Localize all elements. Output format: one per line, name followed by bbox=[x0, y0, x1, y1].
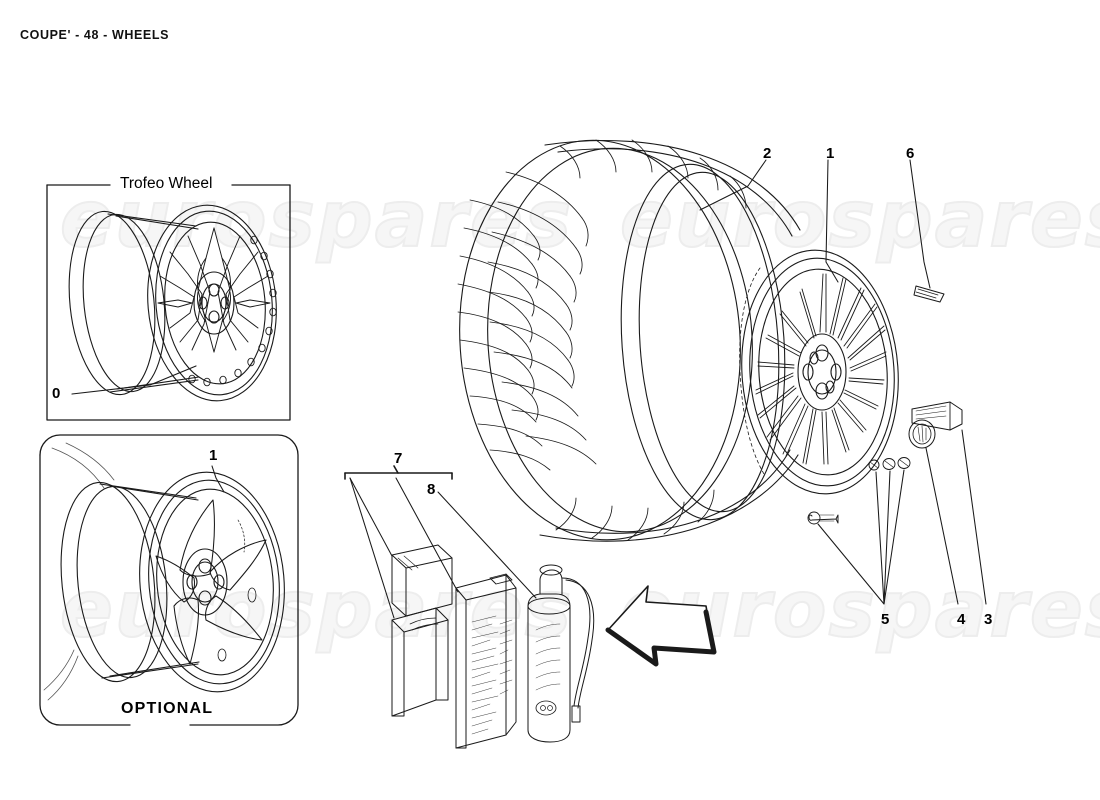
trofeo-wheel-drawing bbox=[68, 204, 277, 402]
optional-panel-title: OPTIONAL bbox=[114, 700, 221, 718]
watermark-text: eurospares bbox=[619, 174, 1100, 266]
main-wheel-rim-drawing bbox=[739, 249, 899, 495]
trofeo-panel-title: Trofeo Wheel bbox=[113, 175, 220, 193]
leader-lines bbox=[699, 159, 987, 605]
trofeo-panel-frame bbox=[46, 184, 291, 421]
callout-1: 1 bbox=[826, 145, 835, 162]
kit-bracket bbox=[344, 465, 453, 480]
callout-4: 4 bbox=[957, 611, 966, 628]
wheel-bolt-part bbox=[911, 401, 963, 431]
main-tire-drawing bbox=[457, 139, 801, 542]
callout-7: 7 bbox=[394, 450, 403, 467]
optional-panel-frame bbox=[39, 434, 299, 726]
small-parts-drawing bbox=[807, 285, 963, 525]
callout-2: 2 bbox=[763, 145, 772, 162]
callout-3: 3 bbox=[984, 611, 993, 628]
optional-wheel-drawing bbox=[43, 442, 285, 701]
page-title: COUPE' - 48 - WHEELS bbox=[20, 28, 170, 42]
center-cap-part bbox=[908, 419, 936, 449]
kit-leader-lines bbox=[349, 477, 537, 619]
balance-weights-part bbox=[868, 457, 911, 471]
watermark-text: eurospares bbox=[59, 564, 574, 656]
callout-5: 5 bbox=[881, 611, 890, 628]
callout-0: 0 bbox=[52, 385, 61, 402]
valve-stem-part bbox=[807, 511, 839, 525]
callout-1-optional: 1 bbox=[209, 447, 218, 464]
direction-arrow bbox=[605, 585, 717, 667]
valve-clip-part bbox=[913, 285, 945, 303]
callout-8: 8 bbox=[427, 481, 436, 498]
callout-6: 6 bbox=[906, 145, 915, 162]
repair-kit-drawing bbox=[391, 544, 595, 749]
